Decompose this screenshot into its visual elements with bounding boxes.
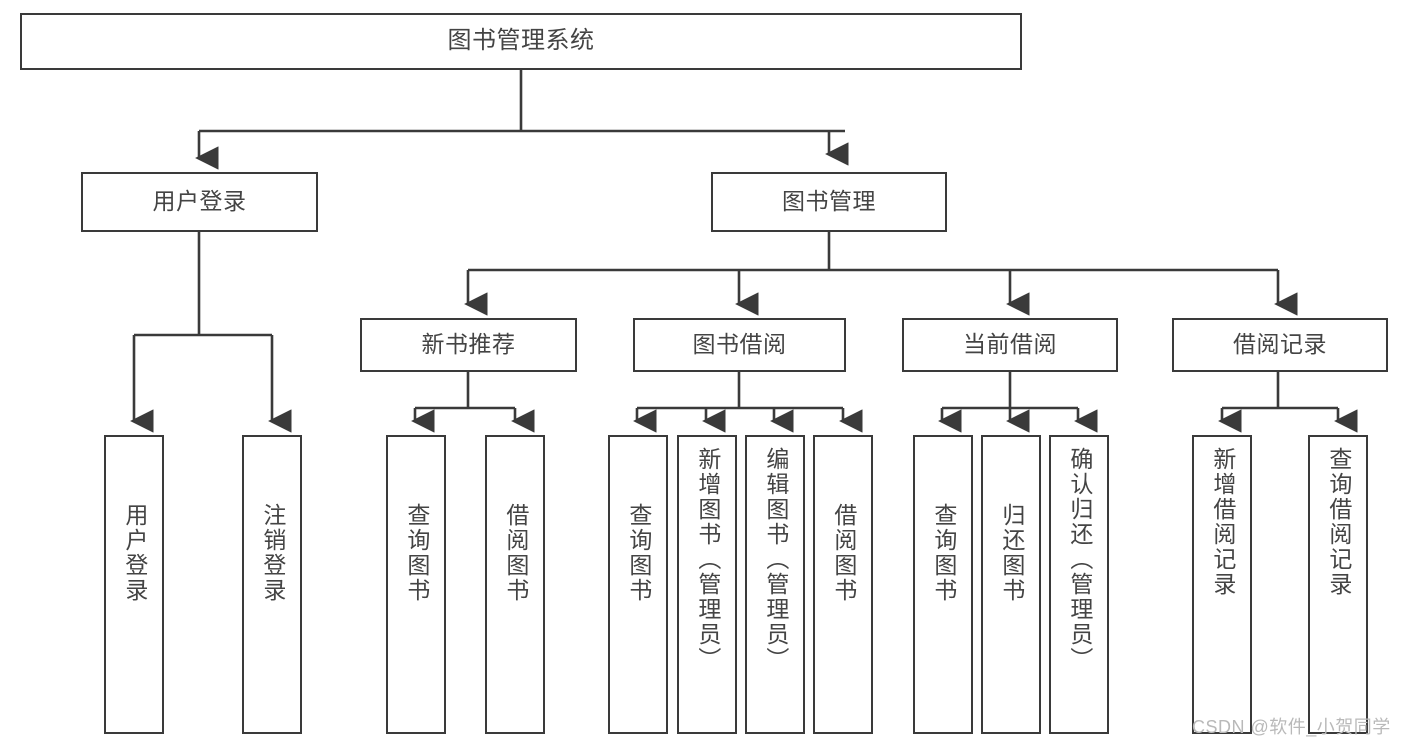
- node-label: 查询图书: [930, 503, 957, 603]
- leaf-query-book-recommend[interactable]: 查询图书: [386, 435, 446, 734]
- node-label: 用户登录: [152, 188, 247, 215]
- node-label: 查询图书: [403, 503, 430, 603]
- node-label: 编辑图书（管理员）: [762, 447, 789, 672]
- leaf-query-book-borrow[interactable]: 查询图书: [608, 435, 668, 734]
- node-label: 借阅图书: [502, 503, 529, 603]
- node-user-login[interactable]: 用户登录: [81, 172, 318, 232]
- leaf-borrow-book[interactable]: 借阅图书: [813, 435, 873, 734]
- node-label: 归还图书: [998, 503, 1025, 603]
- leaf-return-book[interactable]: 归还图书: [981, 435, 1041, 734]
- node-label: 新书推荐: [421, 331, 516, 358]
- node-label: 注销登录: [259, 503, 286, 603]
- node-book-management[interactable]: 图书管理: [711, 172, 947, 232]
- node-label: 当前借阅: [963, 331, 1057, 358]
- leaf-add-borrow-record[interactable]: 新增借阅记录: [1192, 435, 1252, 734]
- node-new-book-recommend[interactable]: 新书推荐: [360, 318, 577, 372]
- node-book-borrow[interactable]: 图书借阅: [633, 318, 846, 372]
- leaf-user-login[interactable]: 用户登录: [104, 435, 164, 734]
- node-root-book-management-system[interactable]: 图书管理系统: [20, 13, 1022, 70]
- leaf-borrow-book-recommend[interactable]: 借阅图书: [485, 435, 545, 734]
- csdn-watermark: CSDN @软件_小贺同学: [1192, 717, 1391, 737]
- node-label: 确认归还（管理员）: [1066, 447, 1093, 672]
- leaf-query-borrow-record[interactable]: 查询借阅记录: [1308, 435, 1368, 734]
- leaf-logout-login[interactable]: 注销登录: [242, 435, 302, 734]
- node-label: 图书借阅: [692, 331, 787, 358]
- node-borrow-record[interactable]: 借阅记录: [1172, 318, 1388, 372]
- leaf-query-book-current[interactable]: 查询图书: [913, 435, 973, 734]
- node-label: 借阅记录: [1233, 331, 1327, 358]
- leaf-add-book-admin[interactable]: 新增图书（管理员）: [677, 435, 737, 734]
- node-label: 新增借阅记录: [1209, 447, 1236, 597]
- leaf-confirm-return-admin[interactable]: 确认归还（管理员）: [1049, 435, 1109, 734]
- node-label: 查询图书: [625, 503, 652, 603]
- leaf-edit-book-admin[interactable]: 编辑图书（管理员）: [745, 435, 805, 734]
- node-label: 图书管理系统: [447, 27, 595, 55]
- node-label: 图书管理: [782, 188, 876, 215]
- node-label: 借阅图书: [830, 503, 857, 603]
- node-label: 用户登录: [121, 503, 148, 603]
- node-label: 新增图书（管理员）: [694, 447, 721, 672]
- node-current-borrow[interactable]: 当前借阅: [902, 318, 1118, 372]
- node-label: 查询借阅记录: [1325, 447, 1352, 597]
